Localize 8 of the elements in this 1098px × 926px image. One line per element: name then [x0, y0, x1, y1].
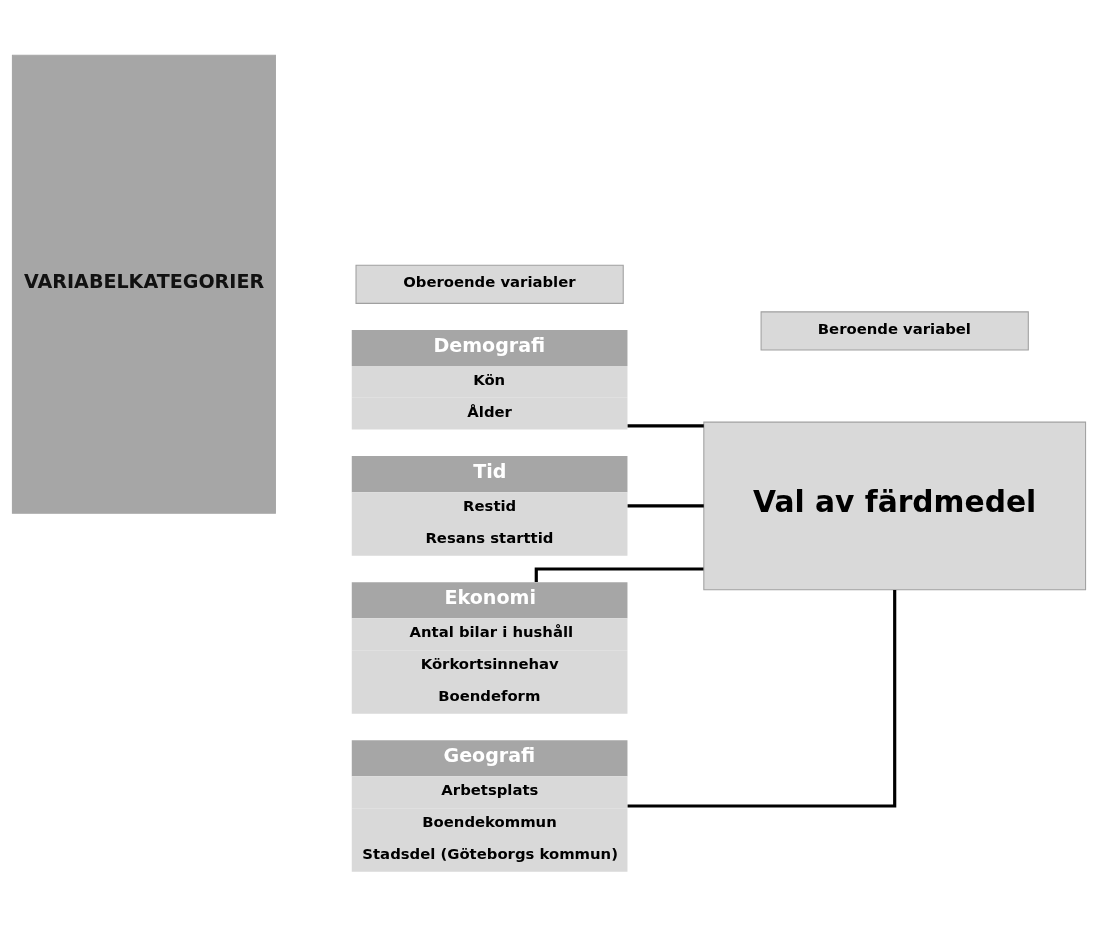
connector: [627, 589, 897, 808]
connector: [627, 423, 704, 427]
node-box: VARIABELKATEGORIER: [11, 54, 276, 514]
connector: [534, 566, 704, 582]
connector: [627, 503, 704, 507]
node-box: Beroende variabel: [760, 310, 1029, 351]
node-box: Val av färdmedel: [703, 421, 1087, 590]
node-box: Oberoende variabler: [355, 264, 624, 304]
